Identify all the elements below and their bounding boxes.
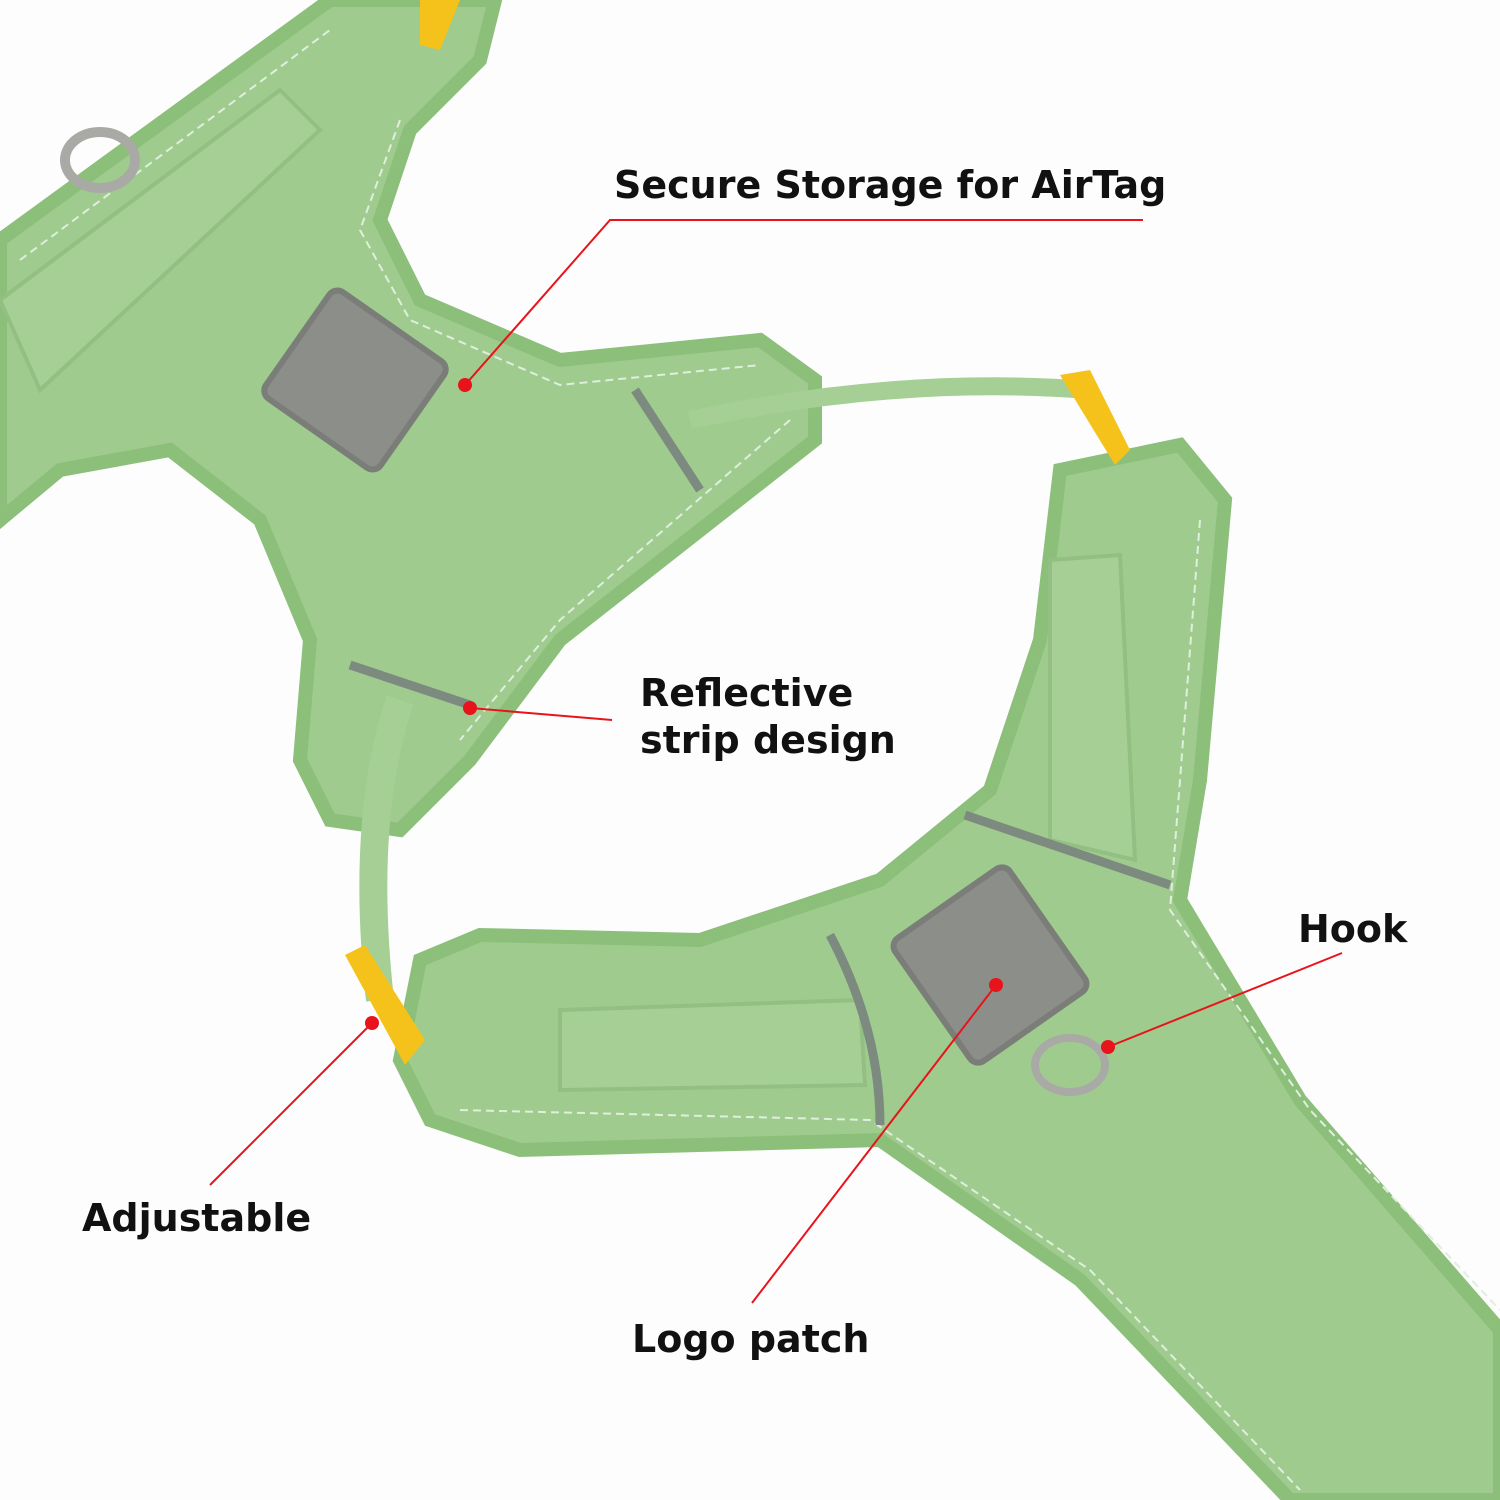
- callout-line-reflective: [469, 707, 613, 721]
- callout-lines: [209, 219, 1343, 1304]
- callout-line-airtag: [464, 219, 1143, 386]
- side-strap-left: [359, 695, 414, 1002]
- callout-dot-reflective: [463, 701, 477, 715]
- reflective-strip-upper: [631, 387, 704, 493]
- callout-dot-logo: [989, 978, 1003, 992]
- lower-webbing-vertical: [1048, 552, 1138, 863]
- airtag-pocket-patch: [261, 287, 449, 473]
- callout-label-reflective-1: Reflective: [640, 671, 854, 715]
- callout-dot-hook: [1101, 1040, 1115, 1054]
- hook-d-ring: [1031, 1034, 1109, 1096]
- callout-label-reflective-2: strip design: [640, 718, 896, 762]
- lower-harness-stitch: [459, 519, 1500, 1491]
- top-webbing: [0, 87, 323, 394]
- buckle-top-left: [420, 0, 460, 50]
- callout-dot-adjustable: [365, 1016, 379, 1030]
- reflective-strip-lower-left: [826, 932, 885, 1126]
- callout-label-airtag: Secure Storage for AirTag: [614, 163, 1167, 207]
- callout-label-logo: Logo patch: [632, 1317, 870, 1361]
- reflective-strip-lower-right: [963, 810, 1172, 890]
- callout-line-adjustable: [209, 1022, 373, 1186]
- upper-harness-stitch: [19, 29, 791, 741]
- top-d-ring: [60, 127, 140, 193]
- buckle-top: [1060, 370, 1130, 465]
- callout-dot-airtag: [458, 378, 472, 392]
- callout-label-hook: Hook: [1298, 907, 1408, 951]
- callout-dots: [365, 378, 1115, 1054]
- callout-line-hook: [1107, 952, 1343, 1048]
- reflective-strip-middle: [348, 660, 472, 710]
- callout-label-adjustable: Adjustable: [82, 1196, 312, 1240]
- lower-webbing-horizontal: [558, 997, 868, 1093]
- callout-line-logo: [751, 984, 997, 1304]
- logo-patch: [890, 864, 1090, 1066]
- side-strap-right: [688, 377, 1091, 429]
- buckle-left: [345, 945, 425, 1065]
